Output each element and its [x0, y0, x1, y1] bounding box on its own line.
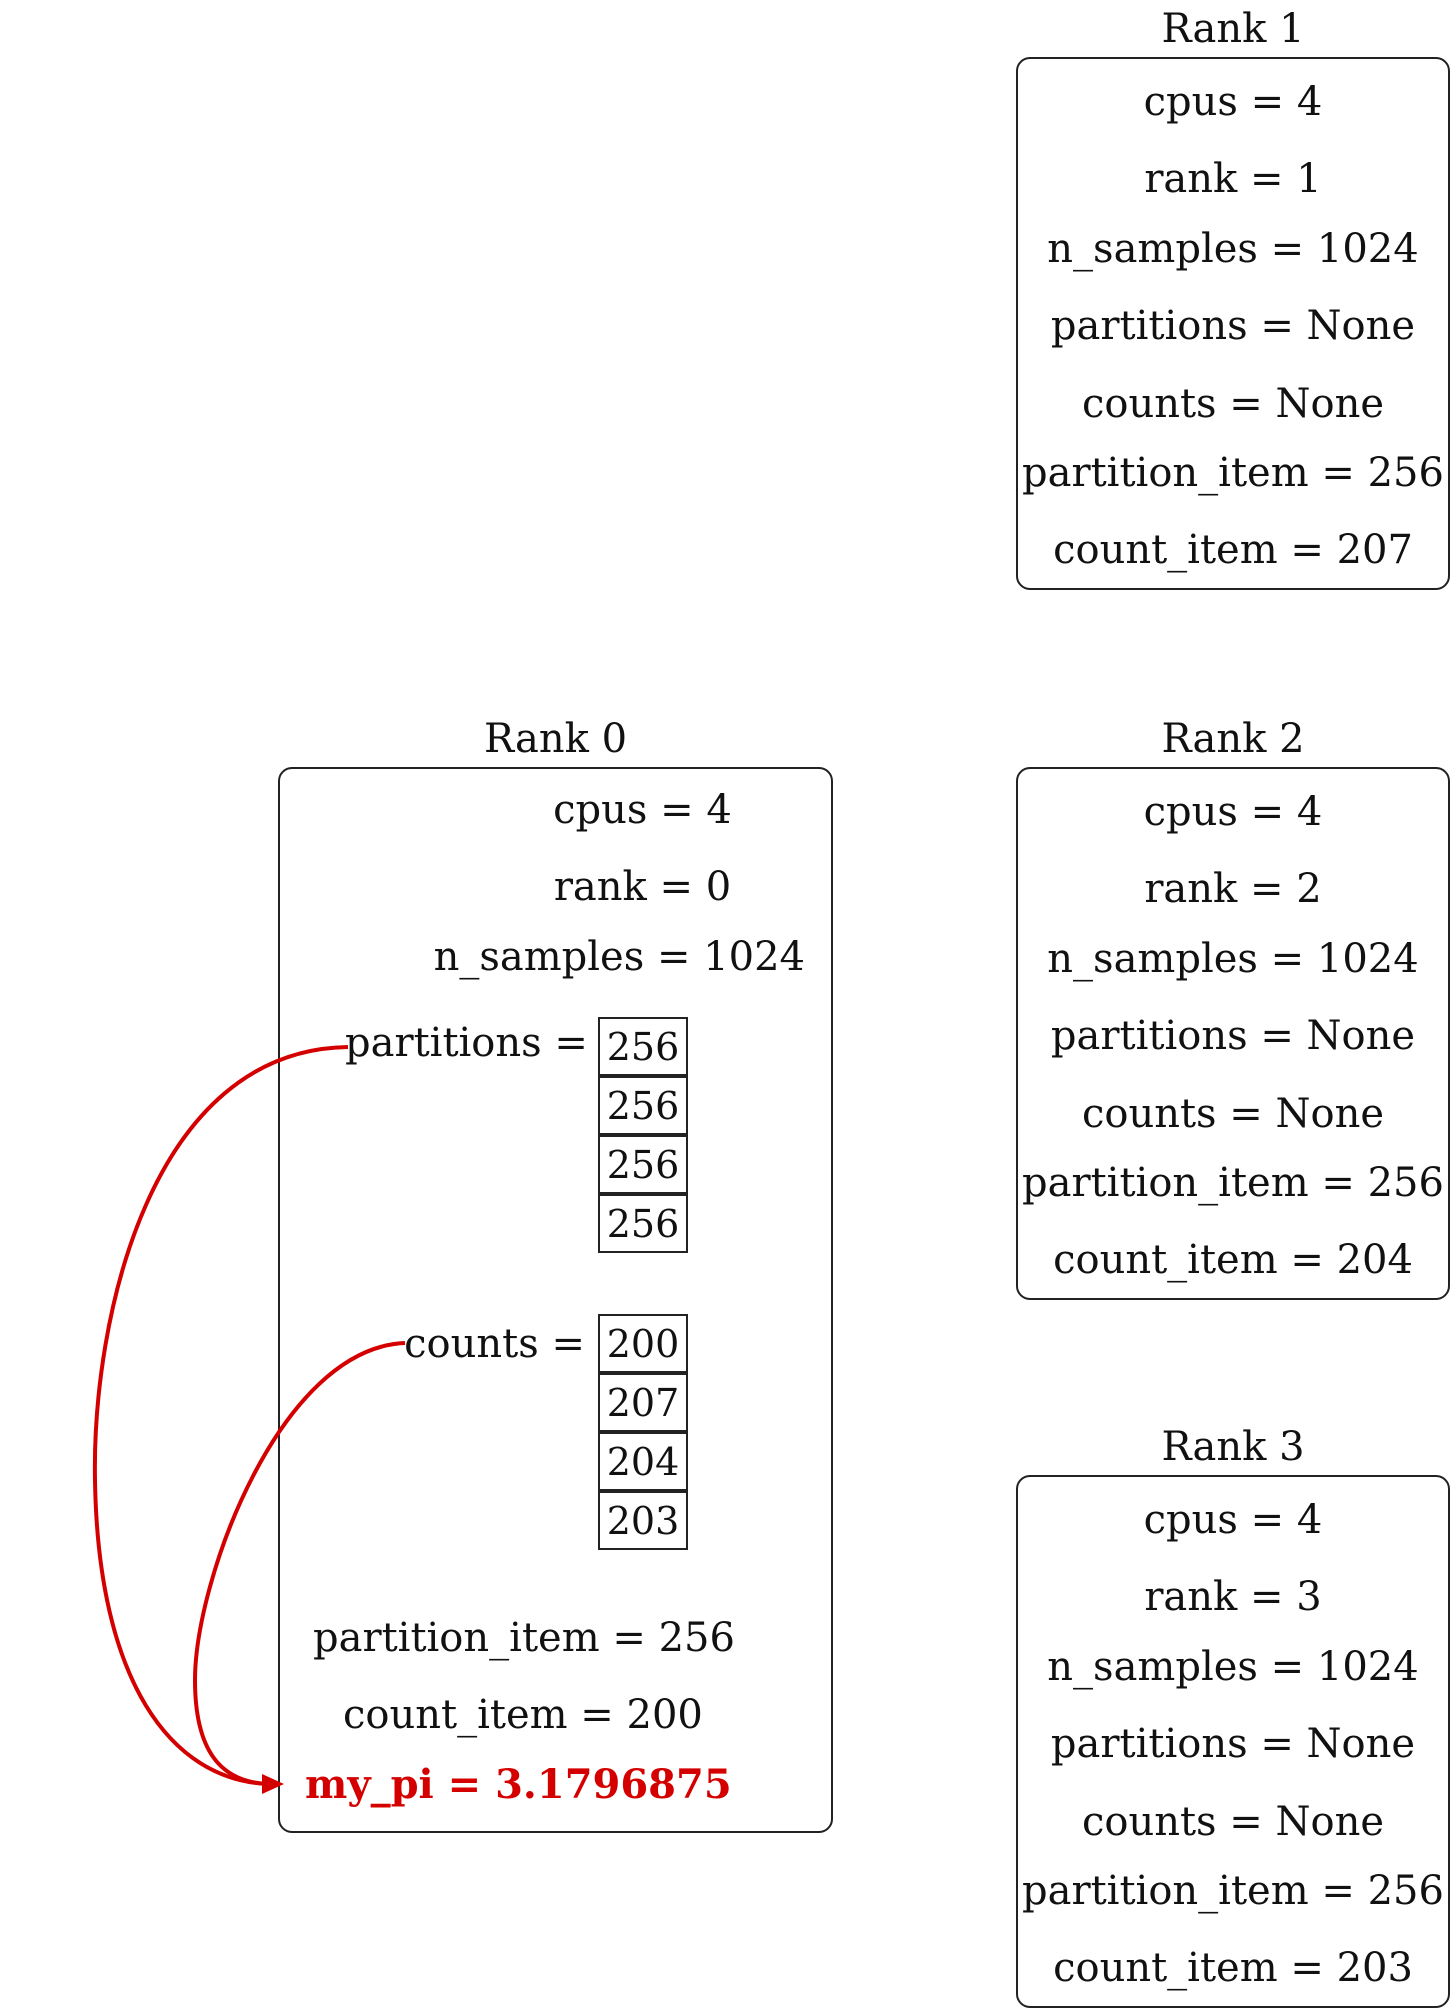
rank1-box: cpus = 4 rank = 1 n_samples = 1024 parti…: [1016, 57, 1450, 590]
rank1-partition-item: partition_item = 256: [1022, 450, 1444, 496]
rank2-box: cpus = 4 rank = 2 n_samples = 1024 parti…: [1016, 767, 1450, 1300]
rank0-partitions-label: partitions =: [345, 1020, 588, 1066]
arrowhead-icon: [262, 1774, 284, 1794]
rank3-cpus: cpus = 4: [1143, 1497, 1323, 1543]
rank0-counts-label: counts =: [404, 1321, 585, 1367]
counts-to-my-pi-arrow: [192, 1341, 406, 1786]
partitions-cell: 256: [598, 1194, 688, 1253]
rank3-partition-item: partition_item = 256: [1022, 1868, 1444, 1914]
rank1-cpus: cpus = 4: [1143, 79, 1323, 125]
rank0-rank: rank = 0: [553, 864, 732, 910]
rank2-cpus: cpus = 4: [1143, 789, 1323, 835]
rank2-partition-item: partition_item = 256: [1022, 1160, 1444, 1206]
counts-array: 200 207 204 203: [598, 1314, 688, 1550]
rank0-n-samples: n_samples = 1024: [433, 934, 805, 980]
counts-cell: 203: [598, 1491, 688, 1550]
rank2-counts: counts = None: [1081, 1091, 1385, 1137]
partitions-array: 256 256 256 256: [598, 1017, 688, 1253]
rank0-cpus: cpus = 4: [553, 787, 732, 833]
counts-cell: 207: [598, 1373, 688, 1432]
rank0-count-item: count_item = 200: [343, 1692, 703, 1738]
rank1-title: Rank 1: [1161, 6, 1305, 52]
partitions-cell: 256: [598, 1076, 688, 1135]
rank2-title: Rank 2: [1161, 716, 1305, 762]
rank1-n-samples: n_samples = 1024: [1047, 226, 1419, 272]
rank1-count-item: count_item = 207: [1053, 527, 1413, 573]
rank3-partitions: partitions = None: [1050, 1721, 1416, 1767]
partitions-cell: 256: [598, 1135, 688, 1194]
rank2-rank: rank = 2: [1144, 866, 1322, 912]
rank1-partitions: partitions = None: [1050, 303, 1416, 349]
rank3-n-samples: n_samples = 1024: [1047, 1644, 1419, 1690]
partitions-cell: 256: [598, 1017, 688, 1076]
rank1-rank: rank = 1: [1144, 156, 1322, 202]
rank2-partitions: partitions = None: [1050, 1013, 1416, 1059]
rank2-count-item: count_item = 204: [1053, 1237, 1413, 1283]
rank3-title: Rank 3: [1161, 1424, 1305, 1470]
rank1-counts: counts = None: [1081, 381, 1385, 427]
rank0-box: [278, 767, 833, 1833]
rank2-n-samples: n_samples = 1024: [1047, 936, 1419, 982]
rank3-count-item: count_item = 203: [1053, 1945, 1413, 1991]
rank3-rank: rank = 3: [1144, 1574, 1322, 1620]
rank0-partition-item: partition_item = 256: [313, 1615, 735, 1661]
counts-cell: 204: [598, 1432, 688, 1491]
partitions-to-my-pi-arrow: [92, 1045, 349, 1786]
rank0-my-pi: my_pi = 3.1796875: [305, 1761, 732, 1808]
rank0-title: Rank 0: [483, 716, 628, 762]
counts-cell: 200: [598, 1314, 688, 1373]
rank3-box: cpus = 4 rank = 3 n_samples = 1024 parti…: [1016, 1475, 1450, 2008]
rank3-counts: counts = None: [1081, 1799, 1385, 1845]
